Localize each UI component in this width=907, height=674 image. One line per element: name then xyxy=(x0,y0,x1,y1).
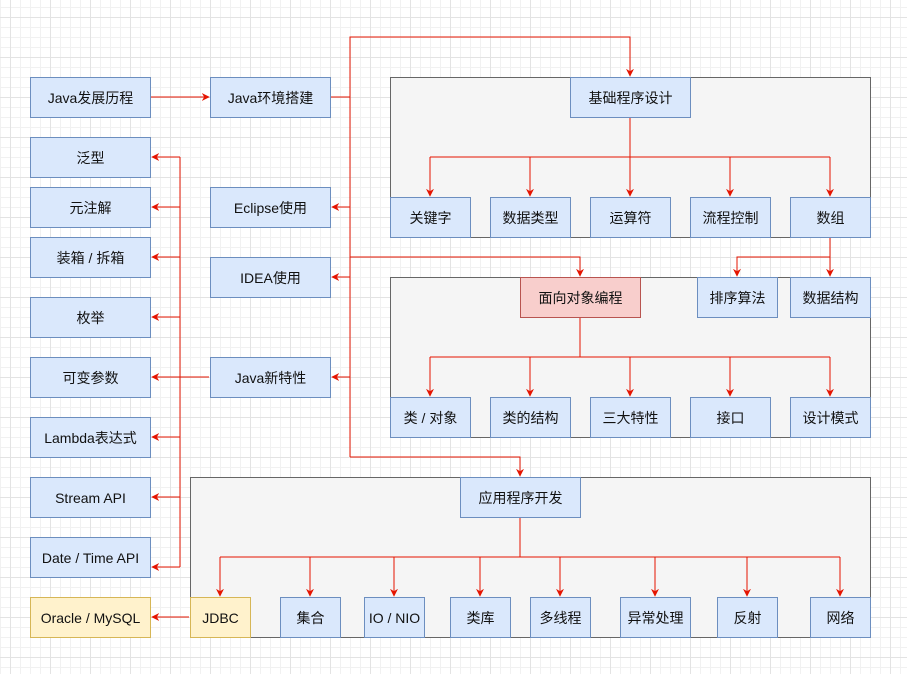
node-eclipse[interactable]: Eclipse使用 xyxy=(210,187,331,228)
node-reflection[interactable]: 反射 xyxy=(717,597,778,638)
node-datetime-api[interactable]: Date / Time API xyxy=(30,537,151,578)
node-keywords[interactable]: 关键字 xyxy=(390,197,471,238)
node-annotations[interactable]: 元注解 xyxy=(30,187,151,228)
node-basic-programming[interactable]: 基础程序设计 xyxy=(570,77,691,118)
node-three-features[interactable]: 三大特性 xyxy=(590,397,671,438)
edge-oop-bus xyxy=(430,318,830,358)
edge-env-basic xyxy=(349,36,634,97)
node-java-env-setup[interactable]: Java环境搭建 xyxy=(210,77,331,118)
node-network[interactable]: 网络 xyxy=(810,597,871,638)
node-boxing[interactable]: 装箱 / 拆箱 xyxy=(30,237,151,278)
node-io-nio[interactable]: IO / NIO xyxy=(364,597,425,638)
node-operators[interactable]: 运算符 xyxy=(590,197,671,238)
node-data-structure[interactable]: 数据结构 xyxy=(790,277,871,318)
edge-newfeatures-vertical xyxy=(179,157,209,567)
node-jdbc[interactable]: JDBC xyxy=(190,597,251,638)
node-flow-control[interactable]: 流程控制 xyxy=(690,197,771,238)
node-oracle-mysql[interactable]: Oracle / MySQL xyxy=(30,597,151,638)
node-interface[interactable]: 接口 xyxy=(690,397,771,438)
node-collections[interactable]: 集合 xyxy=(280,597,341,638)
node-lambda[interactable]: Lambda表达式 xyxy=(30,417,151,458)
node-java-history[interactable]: Java发展历程 xyxy=(30,77,151,118)
node-enum[interactable]: 枚举 xyxy=(30,297,151,338)
node-idea[interactable]: IDEA使用 xyxy=(210,257,331,298)
node-varargs[interactable]: 可变参数 xyxy=(30,357,151,398)
node-design-patterns[interactable]: 设计模式 xyxy=(790,397,871,438)
node-multithreading[interactable]: 多线程 xyxy=(530,597,591,638)
edge-env-appdev xyxy=(350,456,524,477)
node-exception-handling[interactable]: 异常处理 xyxy=(620,597,691,638)
node-app-dev[interactable]: 应用程序开发 xyxy=(460,477,581,518)
node-class-library[interactable]: 类库 xyxy=(450,597,511,638)
node-generics[interactable]: 泛型 xyxy=(30,137,151,178)
edge-basic-bus xyxy=(430,118,830,158)
node-oop[interactable]: 面向对象编程 xyxy=(520,277,641,318)
node-sort-algorithm[interactable]: 排序算法 xyxy=(697,277,778,318)
edge-env-oop xyxy=(350,256,584,277)
node-class-structure[interactable]: 类的结构 xyxy=(490,397,571,438)
edge-appdev-bus xyxy=(220,518,840,558)
node-class-object[interactable]: 类 / 对象 xyxy=(390,397,471,438)
edge-array-sort xyxy=(733,238,831,277)
node-java-new-features[interactable]: Java新特性 xyxy=(210,357,331,398)
node-stream-api[interactable]: Stream API xyxy=(30,477,151,518)
node-data-types[interactable]: 数据类型 xyxy=(490,197,571,238)
node-array[interactable]: 数组 xyxy=(790,197,871,238)
